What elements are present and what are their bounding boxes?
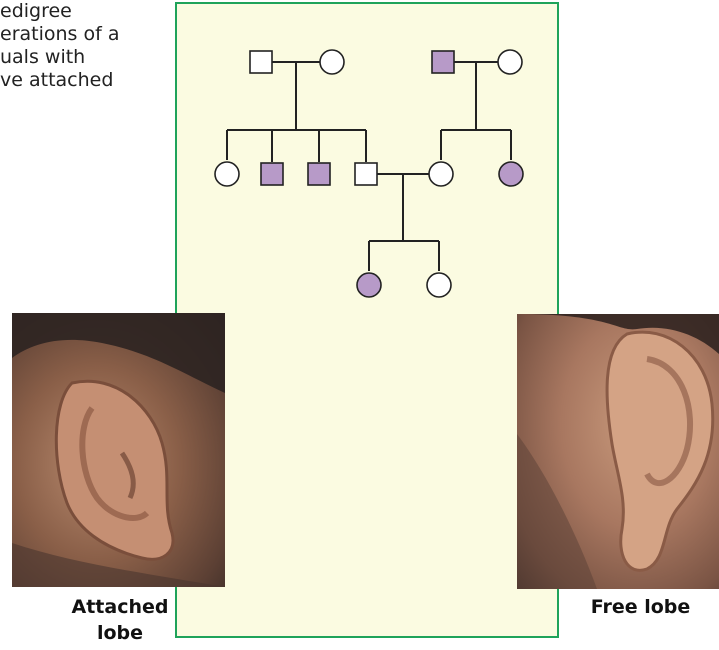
generation2-male-affected-2	[261, 163, 283, 185]
attached-lobe-label: Attached lobe	[40, 594, 200, 646]
generation1-male-unaffected-1	[250, 51, 272, 73]
generation2-female-unaffected-1	[215, 162, 239, 186]
generation1-female-unaffected-2	[320, 50, 344, 74]
generation1-female-unaffected-4	[498, 50, 522, 74]
free-lobe-photo	[517, 314, 719, 589]
generation2-female-unaffected-5	[429, 162, 453, 186]
attached-lobe-label-text: Attached lobe	[72, 596, 169, 644]
generation3-female-affected-1	[357, 273, 381, 297]
generation3-female-unaffected-2	[427, 273, 451, 297]
generation2-male-unaffected-4	[355, 163, 377, 185]
generation2-male-affected-3	[308, 163, 330, 185]
free-lobe-label: Free lobe	[562, 594, 719, 620]
generation1-male-affected-3	[432, 51, 454, 73]
free-ear-illustration	[517, 314, 719, 589]
attached-ear-illustration	[12, 313, 225, 587]
generation2-female-affected-6	[499, 162, 523, 186]
attached-lobe-photo	[12, 313, 225, 587]
